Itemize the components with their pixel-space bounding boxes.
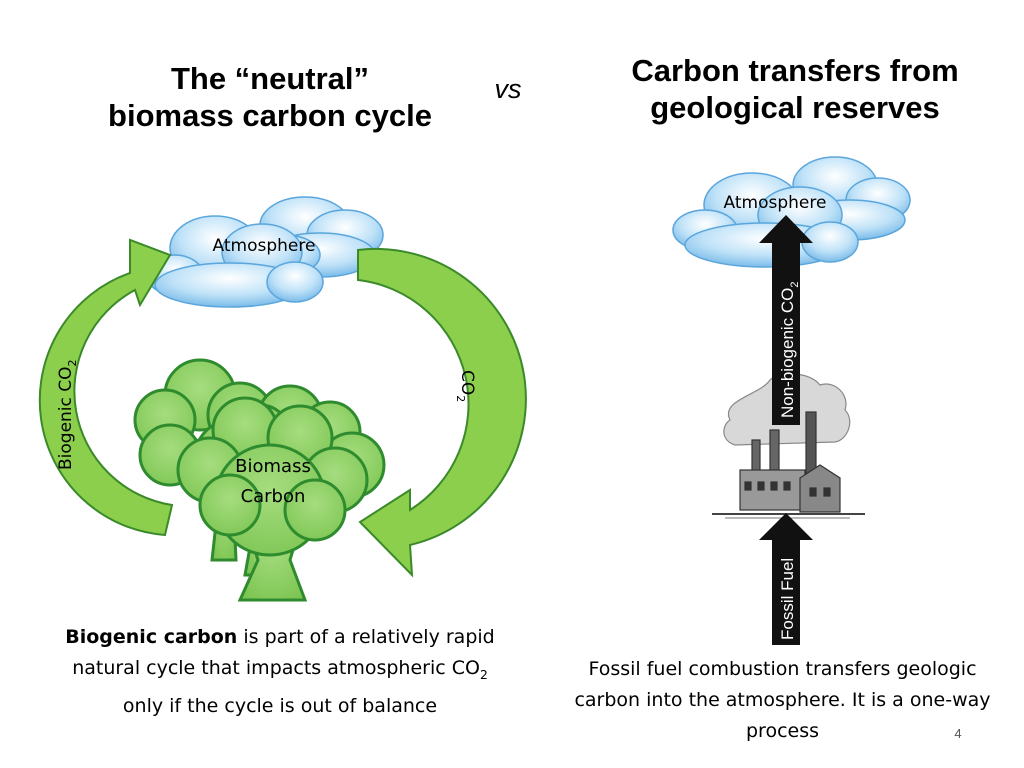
left-caption-sub: 2 — [479, 667, 488, 682]
right-title-line1: Carbon transfers from — [631, 53, 959, 88]
fossil-fuel-label: Fossil Fuel — [778, 558, 797, 640]
right-cycle-arrow — [357, 247, 527, 578]
left-cloud-icon — [146, 196, 384, 308]
right-cloud-icon — [672, 156, 911, 268]
left-title-line2: biomass carbon cycle — [108, 98, 432, 134]
left-cycle-arrow — [38, 238, 174, 537]
non-biogenic-co2-arrow — [759, 215, 813, 425]
left-atmosphere-label: Atmosphere — [213, 236, 316, 256]
left-title-line1: The “neutral” — [170, 61, 370, 96]
biomass-label-line2: Carbon — [241, 486, 306, 507]
fossil-fuel-arrow — [759, 513, 813, 645]
co2-return-label: CO2 — [454, 370, 477, 402]
right-title-line2: geological reserves — [650, 90, 940, 126]
biogenic-co2-label: Biogenic CO2 — [56, 359, 79, 470]
left-caption-bold: Biogenic carbon — [65, 626, 238, 648]
vs-label: vs — [494, 74, 522, 104]
left-caption: Biogenic carbon is part of a relatively … — [50, 622, 510, 722]
biomass-label-line1: Biomass — [235, 456, 311, 477]
left-title: The “neutral” biomass carbon cycle — [40, 60, 500, 134]
left-caption-part1: is part of a relatively rapid natural cy… — [72, 626, 495, 679]
left-caption-part2: only if the cycle is out of balance — [122, 694, 438, 717]
right-caption: Fossil fuel combustion transfers geologi… — [574, 658, 991, 742]
page-number: 4 — [954, 726, 962, 741]
right-atmosphere-label: Atmosphere — [724, 193, 827, 213]
non-biogenic-co2-label: Non-biogenic CO2 — [778, 281, 801, 418]
tree-icon — [133, 358, 386, 602]
right-title: Carbon transfers from geological reserve… — [575, 52, 1015, 126]
